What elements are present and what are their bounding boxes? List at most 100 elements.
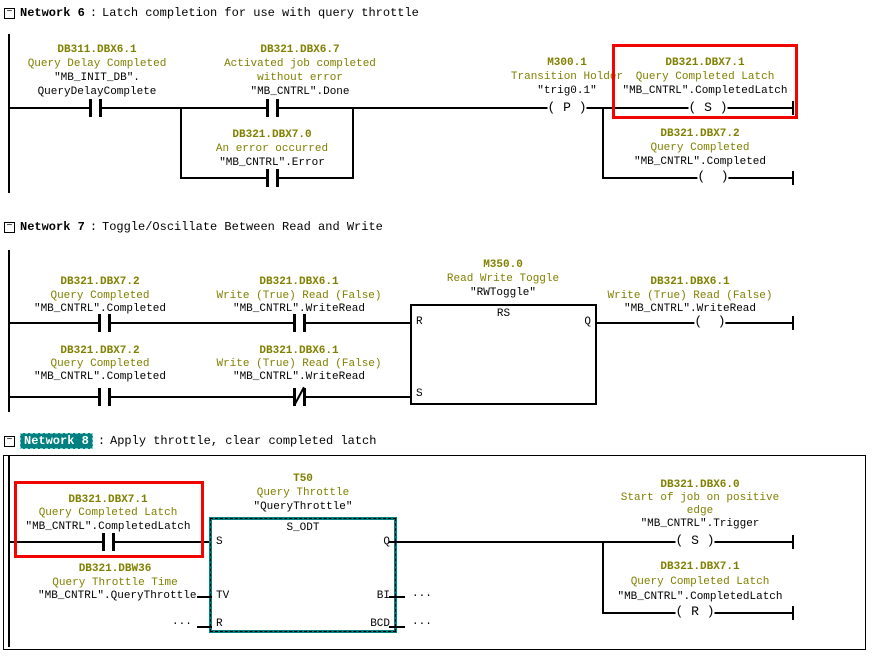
set-coil-trigger[interactable]: ( S ) (675, 533, 715, 549)
network-7-comment[interactable]: Toggle/Oscillate Between Read and Write (102, 220, 383, 234)
network-6-comment[interactable]: Latch completion for use with query thro… (102, 6, 419, 20)
reset-coil-completedlatch[interactable]: ( R ) (675, 604, 715, 620)
operand-comment: Query Completed (50, 358, 150, 370)
operand-address[interactable]: DB311.DBX6.1 (57, 44, 137, 56)
rung-end-tick (792, 316, 794, 330)
positive-edge-coil[interactable]: ( P ) (547, 100, 587, 116)
power-rail (8, 250, 10, 412)
network-7-title[interactable]: Network 7 (20, 220, 85, 234)
pin-bcd[interactable]: BCD (370, 618, 390, 630)
rs-flipflop-block[interactable]: RS R S Q (410, 304, 597, 405)
operand-symbol[interactable]: "MB_CNTRL".Completed (33, 303, 167, 315)
operand-symbol[interactable]: "MB_CNTRL".Trigger (640, 518, 760, 530)
pin-r[interactable]: R (416, 316, 423, 328)
operand-address[interactable]: DB321.DBX6.1 (259, 276, 339, 288)
empty-pin-placeholder[interactable]: ... (412, 616, 432, 628)
collapse-icon[interactable]: − (4, 7, 15, 19)
operand-address[interactable]: DB321.DBX6.1 (259, 345, 339, 357)
header-separator: : (89, 6, 98, 20)
no-contact-writeread[interactable] (293, 314, 306, 332)
operand-symbol[interactable]: "MB_CNTRL".QueryThrottle (38, 590, 197, 602)
pin-bi[interactable]: BI (376, 590, 390, 602)
red-highlight-box (14, 481, 204, 558)
operand-symbol[interactable]: "MB_INIT_DB". (54, 72, 140, 84)
empty-pin-placeholder[interactable]: ... (412, 588, 432, 600)
pin-s[interactable]: S (416, 388, 423, 400)
rung-end-tick (792, 171, 794, 185)
operand-address[interactable]: M350.0 (483, 259, 523, 271)
operand-address[interactable]: DB321.DBX7.2 (660, 128, 740, 140)
operand-address[interactable]: DB321.DBX7.1 (660, 561, 740, 573)
network-6-title[interactable]: Network 6 (20, 6, 85, 20)
network-8-header[interactable]: − Network 8 : Apply throttle, clear comp… (4, 433, 376, 449)
operand-address[interactable]: DB321.DBX7.1 (665, 57, 745, 69)
set-coil-completedlatch[interactable]: ( S ) (688, 100, 728, 116)
rung-wire (8, 107, 794, 109)
collapse-icon[interactable]: − (4, 221, 15, 233)
operand-symbol[interactable]: QueryDelayComplete (37, 86, 157, 98)
power-rail (8, 34, 10, 193)
pin-q[interactable]: Q (584, 316, 591, 328)
operand-address[interactable]: DB321.DBX6.1 (650, 276, 730, 288)
pin-tv[interactable]: TV (216, 590, 230, 602)
operand-symbol[interactable]: "RWToggle" (469, 287, 537, 299)
operand-comment: Transition Holder (510, 71, 624, 83)
collapse-icon[interactable]: − (4, 435, 15, 447)
no-contact-querydelaycomplete[interactable] (89, 99, 102, 117)
operand-comment: Query Throttle Time (52, 577, 178, 589)
branch-wire (602, 107, 604, 179)
operand-comment: An error occurred (215, 143, 329, 155)
operand-symbol[interactable]: "MB_CNTRL".WriteRead (623, 303, 757, 315)
network-8-title-selected[interactable]: Network 8 (20, 433, 93, 449)
network-6-header[interactable]: − Network 6 : Latch completion for use w… (4, 6, 419, 20)
red-highlight-box (612, 44, 798, 119)
operand-symbol[interactable]: "MB_CNTRL".CompletedLatch (25, 521, 191, 533)
pin-s[interactable]: S (216, 536, 223, 548)
operand-symbol[interactable]: "MB_CNTRL".Error (219, 157, 325, 169)
operand-symbol[interactable]: "MB_CNTRL".WriteRead (232, 371, 366, 383)
no-contact-done[interactable] (266, 99, 279, 117)
operand-comment: Query Completed (650, 142, 750, 154)
output-coil-writeread[interactable]: ( ) (694, 314, 726, 330)
rung-end-tick (792, 606, 794, 620)
branch-wire (602, 541, 604, 614)
operand-address[interactable]: DB321.DBX7.2 (60, 276, 140, 288)
operand-symbol[interactable]: "MB_CNTRL".Completed (633, 156, 767, 168)
operand-symbol[interactable]: "MB_CNTRL".CompletedLatch (617, 591, 783, 603)
operand-symbol[interactable]: "MB_CNTRL".Done (250, 86, 350, 98)
empty-pin-placeholder[interactable]: ... (172, 616, 192, 628)
operand-address[interactable]: T50 (293, 473, 313, 485)
pin-wire (389, 596, 405, 598)
operand-comment: without error (257, 72, 343, 84)
operand-symbol[interactable]: "MB_CNTRL".WriteRead (232, 303, 366, 315)
network-7-header[interactable]: − Network 7 : Toggle/Oscillate Between R… (4, 220, 383, 234)
rung-end-tick (792, 535, 794, 549)
s-odt-timer-block-selected[interactable]: S_ODT S TV R Q BI BCD (209, 517, 397, 633)
output-coil-completed[interactable]: ( ) (697, 169, 729, 185)
nc-slash (293, 386, 305, 407)
no-contact-completed[interactable] (98, 314, 111, 332)
operand-symbol[interactable]: "MB_CNTRL".CompletedLatch (622, 85, 788, 97)
nc-contact-writeread[interactable] (293, 386, 306, 407)
operand-address[interactable]: DB321.DBX7.0 (232, 129, 312, 141)
operand-comment: Query Throttle (256, 487, 350, 499)
pin-q[interactable]: Q (383, 536, 390, 548)
operand-address[interactable]: DB321.DBX7.1 (68, 494, 148, 506)
operand-comment: Query Delay Completed (27, 58, 167, 70)
operand-address[interactable]: DB321.DBX6.7 (260, 44, 340, 56)
operand-address[interactable]: DB321.DBX7.2 (60, 345, 140, 357)
no-contact-completed[interactable] (98, 388, 111, 406)
no-contact-completedlatch[interactable] (102, 533, 115, 551)
no-contact-error[interactable] (266, 169, 279, 187)
network-8-comment[interactable]: Apply throttle, clear completed latch (110, 434, 377, 448)
operand-address[interactable]: DB321.DBX6.0 (660, 479, 740, 491)
operand-address[interactable]: M300.1 (547, 57, 587, 69)
operand-address[interactable]: DB321.DBW36 (78, 563, 152, 575)
pin-r[interactable]: R (216, 618, 223, 630)
operand-symbol[interactable]: "QueryThrottle" (253, 501, 353, 513)
power-rail (8, 456, 10, 647)
operand-symbol[interactable]: "trig0.1" (537, 85, 597, 97)
operand-symbol[interactable]: "MB_CNTRL".Completed (33, 371, 167, 383)
operand-comment: Read Write Toggle (446, 273, 560, 285)
